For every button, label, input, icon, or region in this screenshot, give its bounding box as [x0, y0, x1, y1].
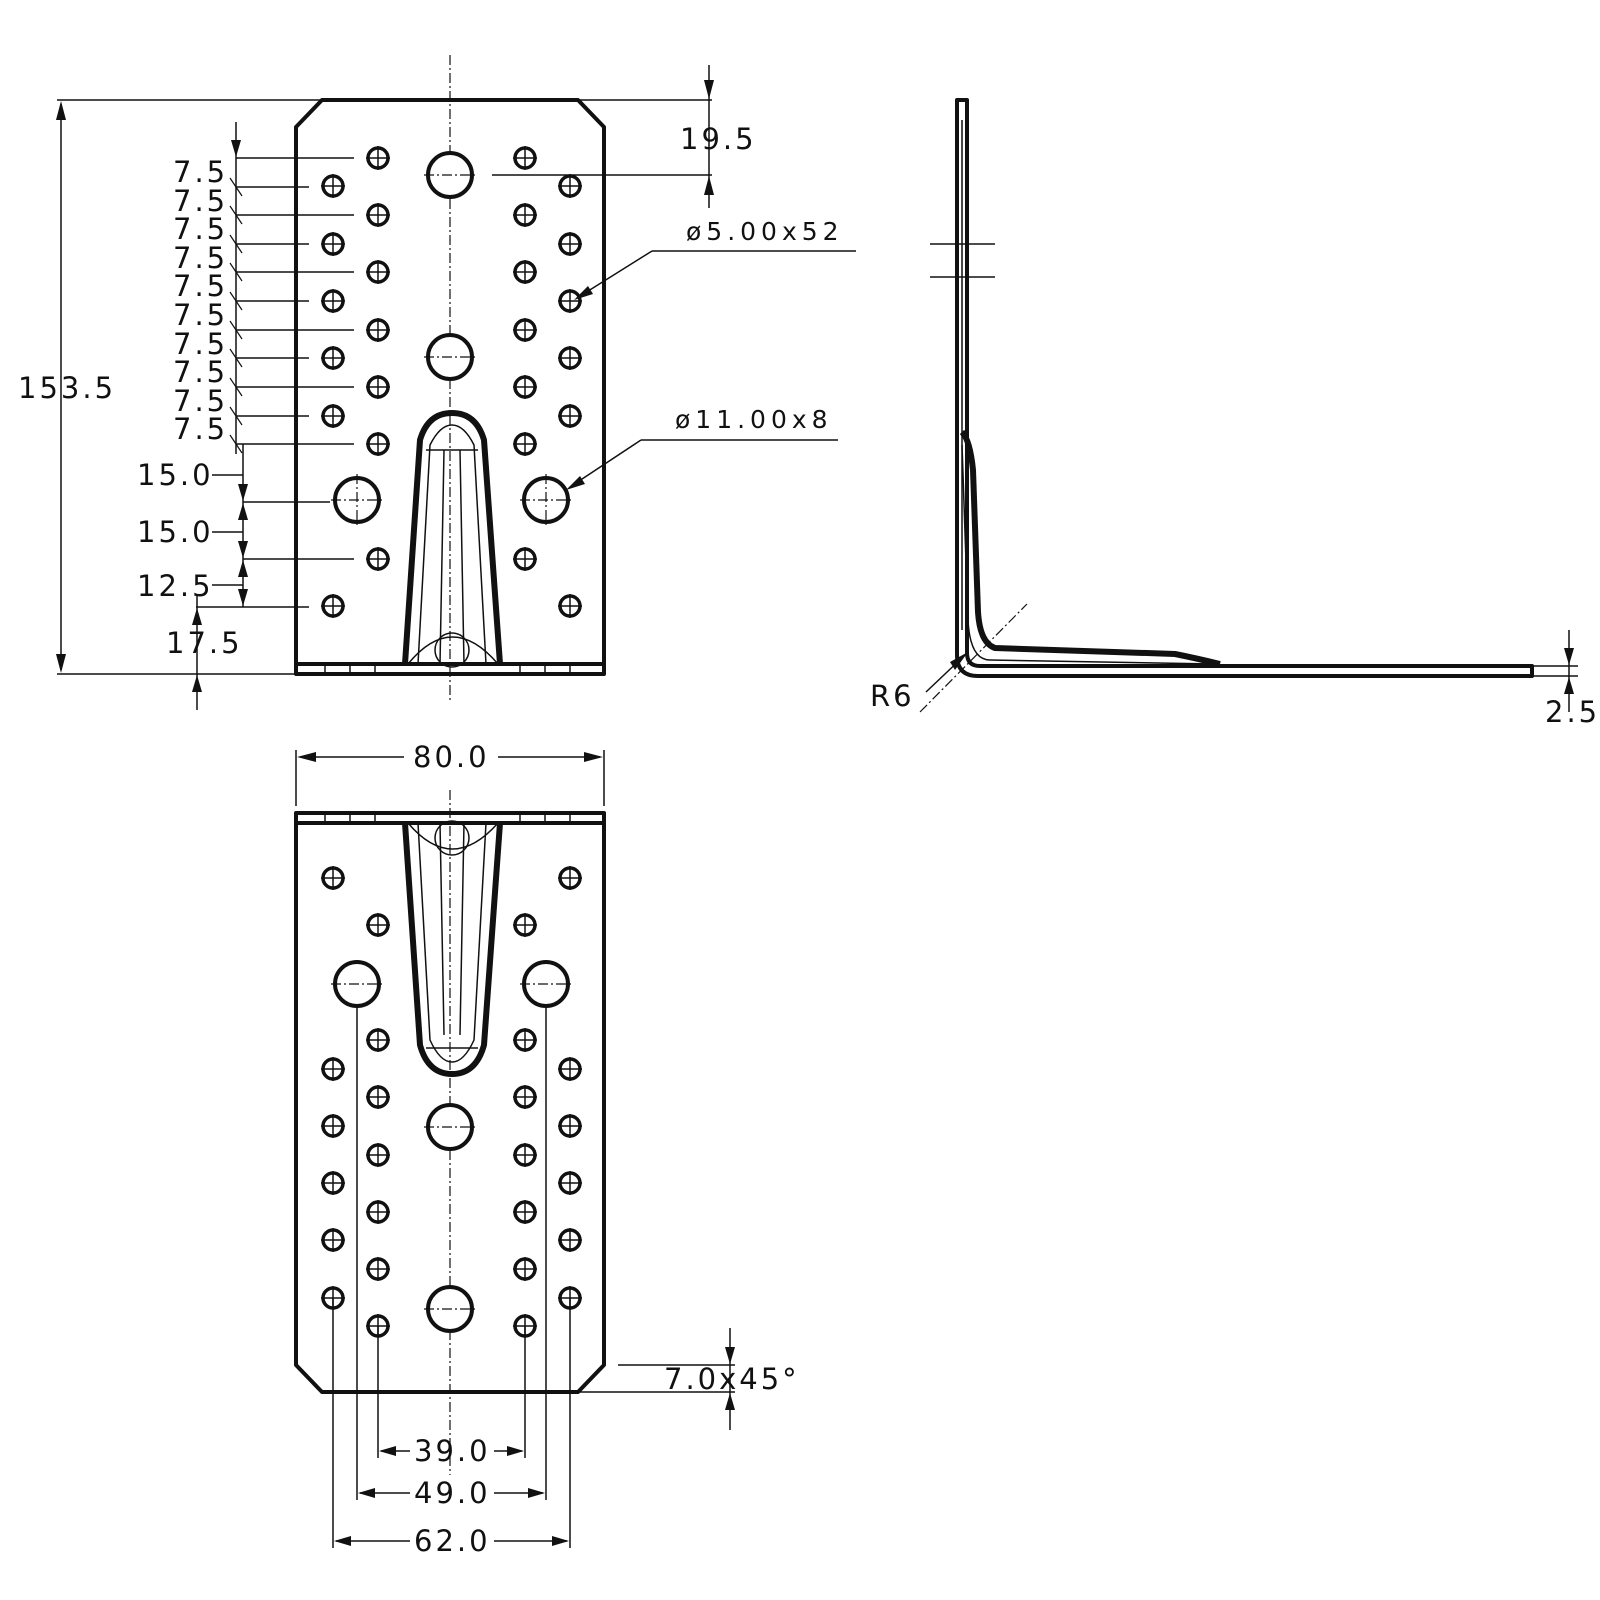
width-label: 80.0	[413, 740, 490, 774]
spacing-outer-label: 62.0	[414, 1524, 491, 1558]
front-large-hole-centers	[331, 174, 572, 526]
pitch-b-label: 15.0	[137, 515, 214, 549]
pitch-label-3: 7.5	[173, 212, 228, 246]
pitch-c-label: 12.5	[137, 569, 214, 603]
top-offset-label: 19.5	[680, 122, 757, 156]
pitch-chain-dimension: 7.5 7.5 7.5 7.5 7.5 7.5 7.5 7.5 7.5 7.5 …	[137, 122, 354, 710]
pitch-label-9: 7.5	[173, 384, 228, 418]
side-thickness-dimension: 2.5	[1532, 630, 1600, 729]
spacing-inner-label: 39.0	[414, 1434, 491, 1468]
bottom-large-hole-centers	[331, 983, 572, 1310]
pitch-label-8: 7.5	[173, 355, 228, 389]
bottom-small-holes	[319, 864, 584, 1340]
front-small-holes	[319, 144, 584, 620]
side-section-marks	[930, 243, 995, 278]
bend-radius-label: R6	[870, 679, 915, 713]
front-view: 153.5 19.5	[18, 55, 856, 710]
bottom-bend-ticks	[324, 813, 571, 823]
pitch-a-label: 15.0	[137, 458, 214, 492]
side-rib-profile	[959, 429, 1221, 667]
side-view: 2.5 R6	[870, 98, 1600, 729]
pitch-label-1: 7.5	[173, 155, 228, 189]
bend-radius-callout: R6	[870, 652, 968, 713]
small-hole-note-label: ø5.00x52	[686, 217, 844, 246]
spacing-middle-label: 49.0	[414, 1476, 491, 1510]
chamfer-dimension: 7.0x45°	[578, 1328, 800, 1430]
pitch-label-7: 7.5	[173, 327, 228, 361]
thickness-label: 2.5	[1545, 695, 1600, 729]
pitch-label-5: 7.5	[173, 269, 228, 303]
pitch-label-2: 7.5	[173, 184, 228, 218]
large-hole-note-label: ø11.00x8	[675, 405, 833, 434]
side-bend-centerline	[919, 603, 1028, 713]
large-hole-note: ø11.00x8	[566, 405, 838, 490]
pitch-label-4: 7.5	[173, 241, 228, 275]
top-offset-dimension: 19.5	[492, 65, 757, 208]
pitch-label-6: 7.5	[173, 298, 228, 332]
small-hole-note: ø5.00x52	[574, 217, 856, 300]
width-dimension: 80.0	[295, 740, 605, 806]
front-stiffening-rib	[402, 410, 503, 668]
front-bend-ticks	[324, 664, 571, 674]
chamfer-label: 7.0x45°	[664, 1362, 800, 1396]
spacing-dimensions: 39.0 49.0 62.0	[332, 1008, 571, 1558]
side-profile-outer	[955, 98, 1534, 678]
bottom-stiffening-rib	[402, 820, 503, 1077]
bottom-view: 80.0 7.0x45° 39.0	[294, 740, 800, 1558]
height-label: 153.5	[18, 371, 116, 405]
pitch-label-10: 7.5	[173, 412, 228, 446]
bottom-offset-label: 17.5	[166, 626, 243, 660]
front-height-dimension: 153.5	[18, 99, 322, 675]
